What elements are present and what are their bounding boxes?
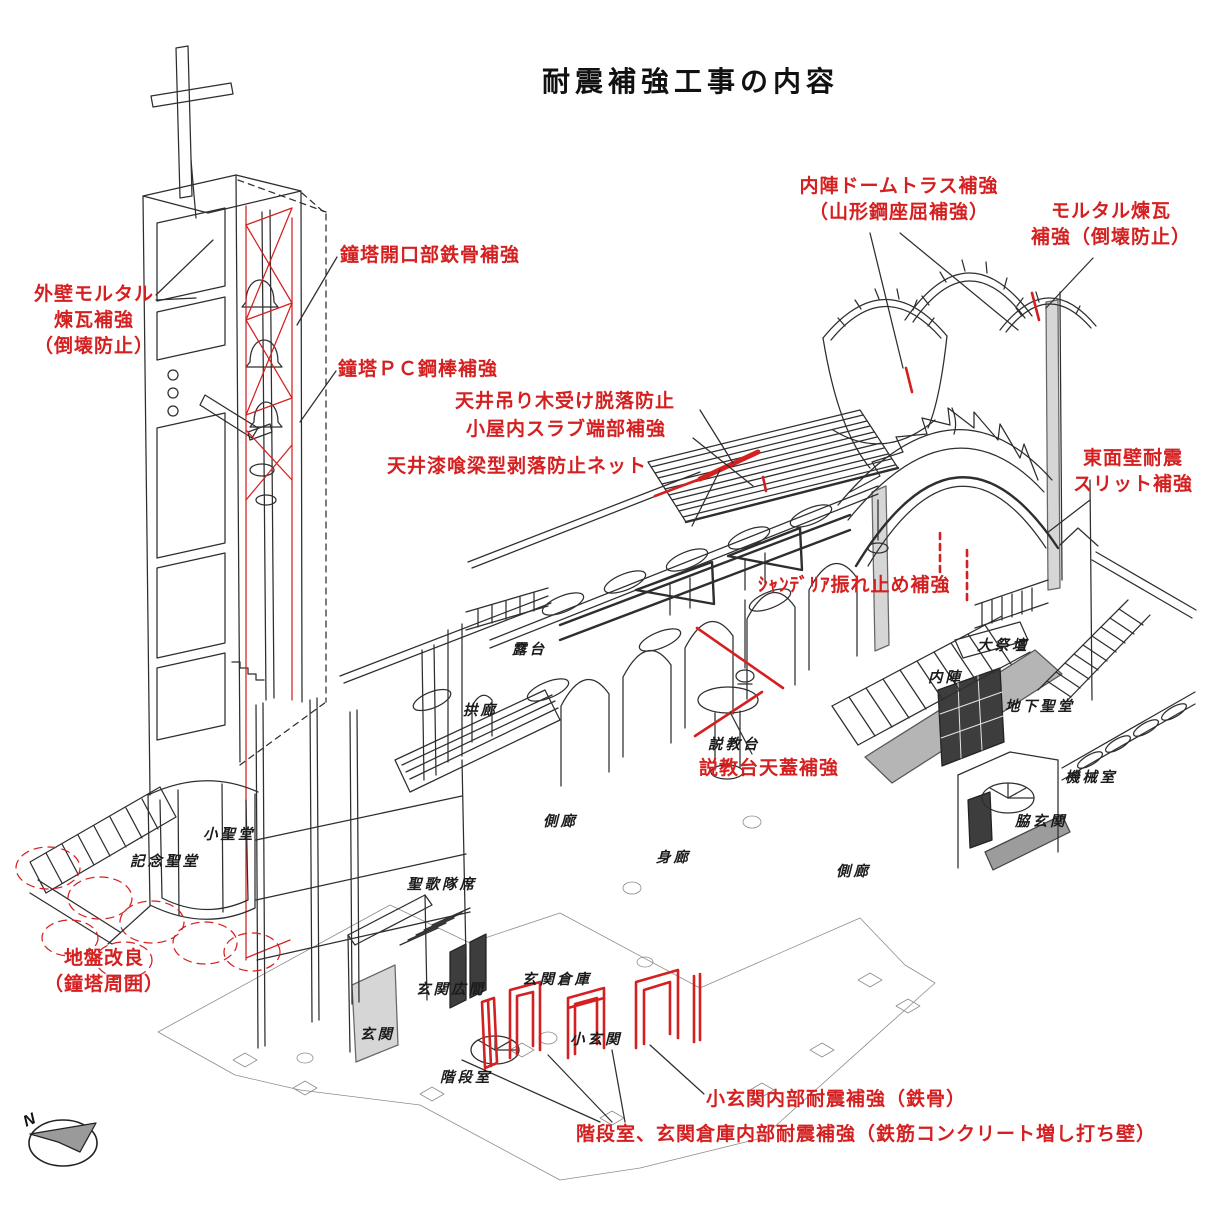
label-tower-pc-rod: 鐘塔ＰＣ鋼棒補強 bbox=[338, 359, 499, 380]
room-machine-room: 機械室 bbox=[1065, 770, 1118, 786]
dome-structure bbox=[822, 259, 1097, 701]
label-mortar-brick: モルタル煉瓦 補強（倒壊防止） bbox=[1030, 201, 1191, 249]
cross-finial bbox=[150, 45, 273, 441]
gray-masses bbox=[351, 299, 1071, 1063]
label-attic-slab: 小屋内スラブ端部補強 bbox=[466, 419, 667, 440]
bell-tower bbox=[142, 45, 471, 1049]
label-plaster-net: 天井漆喰梁型剥落防止ネット bbox=[387, 456, 648, 477]
chancel-structure bbox=[831, 531, 1197, 869]
label-dome-truss: 内陣ドームトラス補強 （山形鋼座屈補強） bbox=[799, 176, 999, 224]
room-choir: 聖歌隊席 bbox=[407, 877, 477, 893]
label-small-entrance-steel: 小玄関内部耐震補強（鉄骨） bbox=[706, 1089, 967, 1110]
nave-structure bbox=[339, 471, 879, 1065]
page-title: 耐震補強工事の内容 bbox=[542, 66, 840, 97]
room-arcade: 拱廊 bbox=[463, 703, 498, 719]
room-small-chapel: 小聖堂 bbox=[203, 827, 256, 843]
ground-improvement-circles bbox=[15, 846, 281, 979]
label-chandelier: ｼｬﾝﾃﾞﾘｱ振れ止め補強 bbox=[758, 575, 951, 596]
room-entrance: 玄関 bbox=[360, 1027, 395, 1043]
room-small-entrance: 小玄関 bbox=[570, 1032, 623, 1048]
room-memorial-chapel: 記念聖堂 bbox=[130, 854, 200, 870]
label-ceiling-hanger: 天井吊り木受け脱落防止 bbox=[455, 391, 676, 412]
leader-lines bbox=[107, 232, 1099, 1123]
label-east-wall-slit: 東面壁耐震 スリット補強 bbox=[1072, 448, 1193, 496]
room-chancel: 内陣 bbox=[928, 670, 963, 686]
room-side-entrance: 脇玄関 bbox=[1015, 814, 1068, 830]
room-nave: 身廊 bbox=[656, 850, 691, 866]
room-entrance-hall: 玄関広間 bbox=[416, 982, 486, 998]
room-aisle-left: 側廊 bbox=[543, 814, 578, 830]
room-aisle-right: 側廊 bbox=[836, 864, 871, 880]
portal-frames bbox=[480, 968, 702, 1070]
left-stairs bbox=[29, 786, 177, 945]
room-stair-room: 階段室 bbox=[440, 1070, 493, 1086]
label-tower-opening: 鐘塔開口部鉄骨補強 bbox=[340, 245, 521, 266]
chandelier-pulpit bbox=[693, 499, 889, 780]
tower-opening-truss bbox=[245, 207, 293, 501]
label-ground-improvement: 地盤改良 （鐘塔周囲） bbox=[43, 948, 164, 996]
roof-structure bbox=[558, 409, 900, 642]
room-balcony: 露台 bbox=[512, 642, 547, 658]
memorial-chapel-structure bbox=[147, 780, 259, 920]
room-high-altar: 大祭壇 bbox=[977, 638, 1030, 654]
room-crypt: 地下聖堂 bbox=[1005, 699, 1075, 715]
compass-icon bbox=[28, 1119, 98, 1167]
room-entrance-storage: 玄関倉庫 bbox=[522, 972, 592, 988]
label-outer-wall-mortar: 外壁モルタル 煉瓦補強 （倒壊防止） bbox=[33, 284, 154, 358]
label-stair-storage-rc: 階段室、玄関倉庫内部耐震補強（鉄筋コンクリート増し打ち壁） bbox=[576, 1124, 1157, 1145]
label-pulpit-canopy: 説教台天蓋補強 bbox=[699, 758, 840, 779]
room-pulpit: 説教台 bbox=[708, 737, 761, 753]
